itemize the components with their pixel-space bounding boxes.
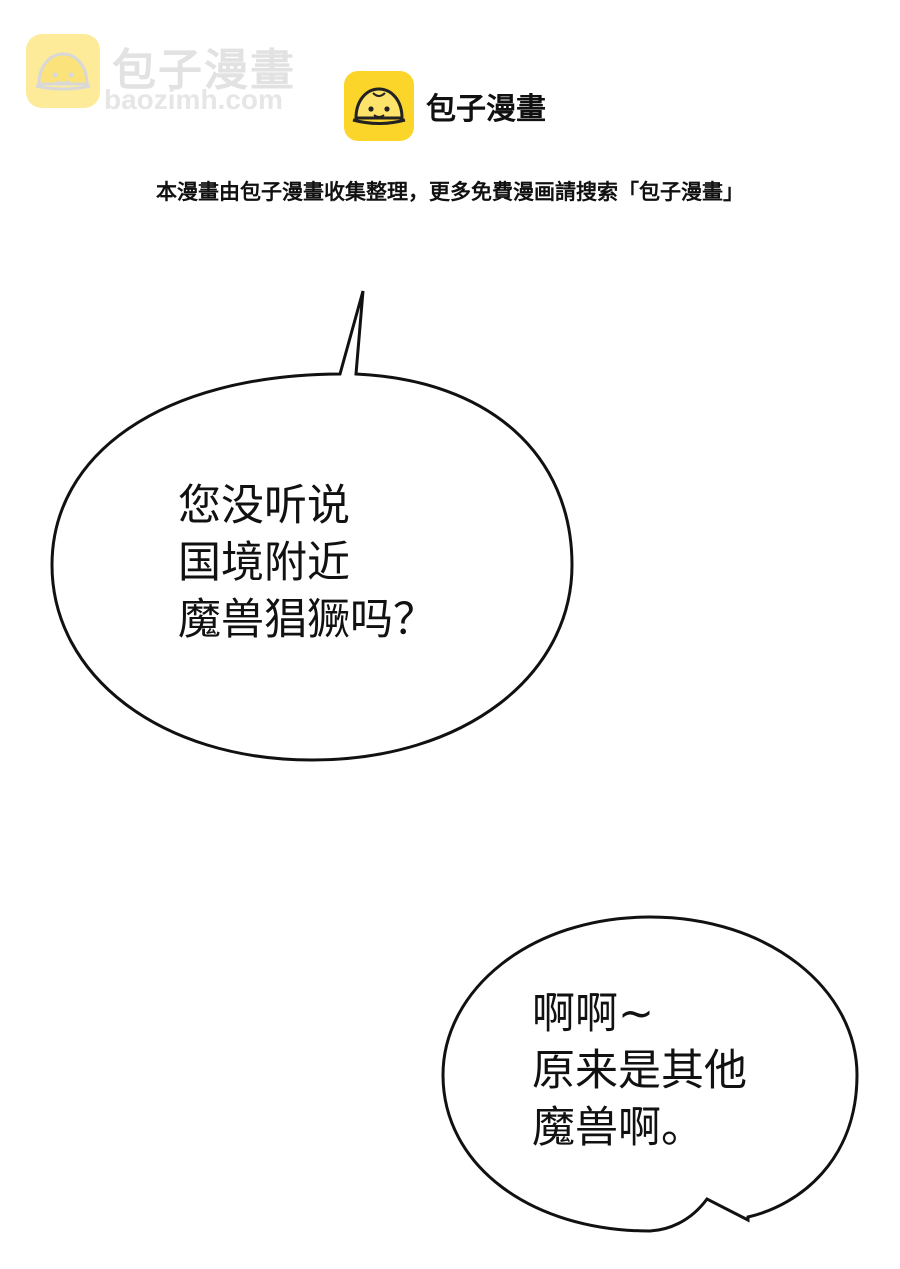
speech-line: 魔兽啊。 bbox=[532, 1103, 704, 1153]
speech-balloon-2 bbox=[441, 915, 859, 1233]
watermark-title: 包子漫畫 bbox=[112, 45, 296, 96]
site-notice: 本漫畫由包子漫畫收集整理，更多免費漫画請搜索「包子漫畫」 bbox=[156, 180, 744, 204]
watermark-logo-icon bbox=[26, 34, 100, 108]
steamed-bun-icon bbox=[344, 71, 414, 141]
speech-line: 啊啊~ bbox=[532, 989, 655, 1039]
speech-line: 国境附近 bbox=[178, 538, 350, 588]
brand-title: 包子漫畫 bbox=[426, 92, 546, 127]
speech-text-2: 啊啊~ 原来是其他 魔兽啊。 bbox=[532, 986, 747, 1157]
speech-text-1: 您没听说 国境附近 魔兽猖獗吗？ bbox=[178, 478, 436, 649]
watermark-domain: baozimh.com bbox=[104, 84, 283, 115]
speech-balloon-1 bbox=[50, 290, 574, 762]
speech-line: 魔兽猖獗吗？ bbox=[178, 595, 436, 645]
speech-line: 原来是其他 bbox=[532, 1046, 747, 1096]
speech-line: 您没听说 bbox=[178, 481, 350, 531]
